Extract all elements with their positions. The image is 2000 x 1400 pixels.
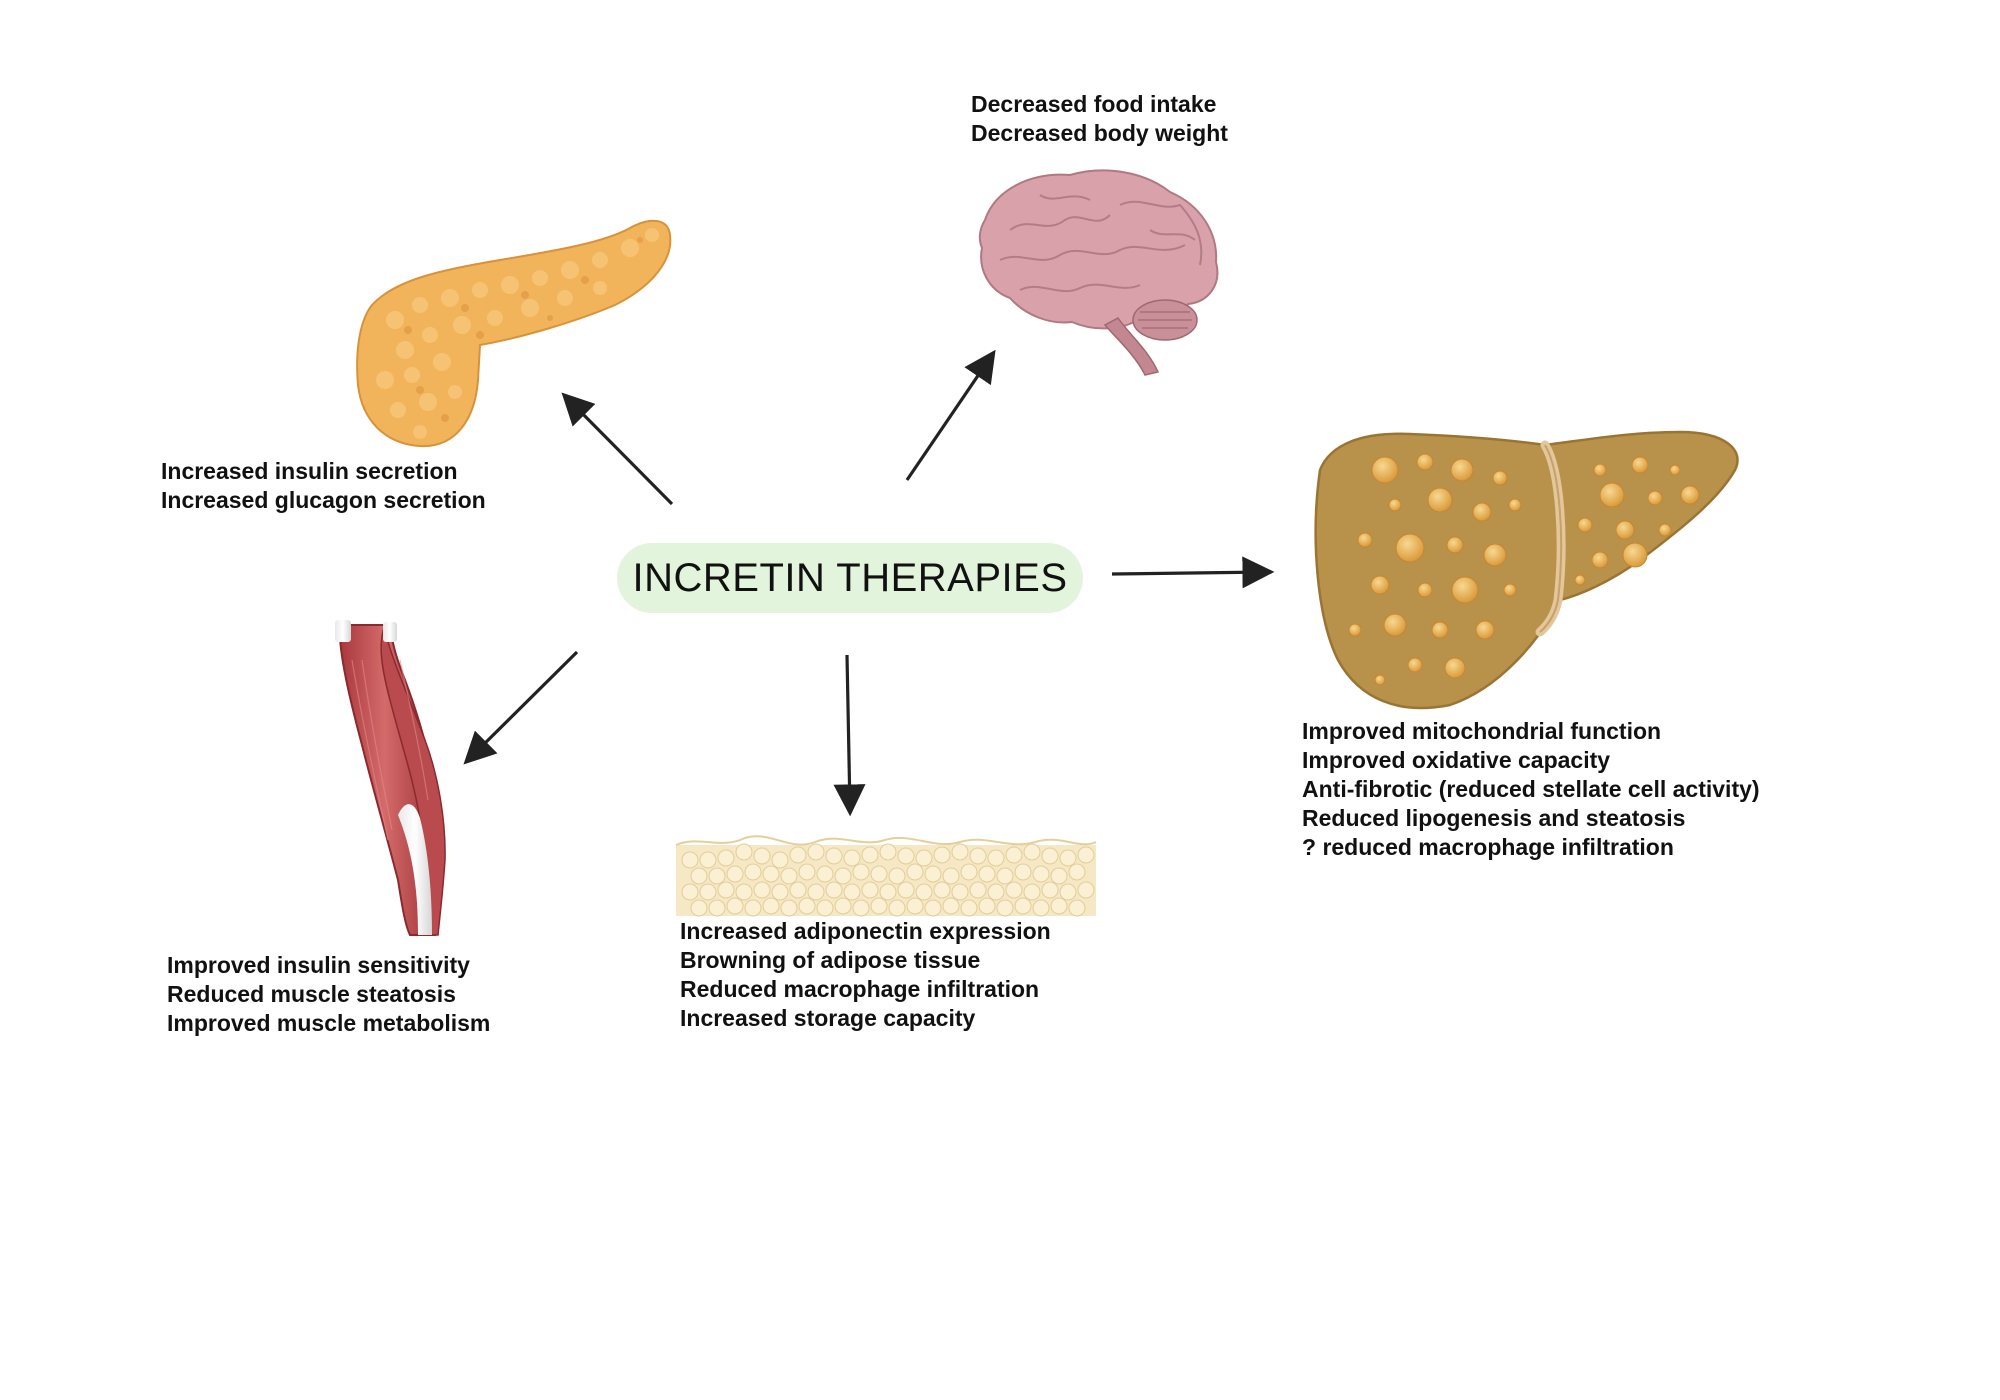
adipose-effects: Increased adiponectin expression Brownin… [680, 917, 1051, 1033]
arrow-to-adipose [833, 654, 866, 817]
effect-line: Increased storage capacity [680, 1005, 976, 1031]
brain-icon [978, 169, 1219, 376]
liver-icon [1314, 430, 1739, 710]
muscle-icon [335, 620, 446, 936]
effect-line: Improved oxidative capacity [1302, 747, 1611, 773]
adipose-tissue-icon [675, 835, 1097, 917]
effect-line: ? reduced macrophage infiltration [1302, 834, 1674, 860]
effect-line: Browning of adipose tissue [680, 947, 981, 973]
arrow-to-liver [1111, 556, 1275, 589]
effect-line: Reduced lipogenesis and steatosis [1302, 805, 1686, 831]
effect-line: Improved muscle metabolism [167, 1010, 491, 1036]
arrow-to-muscle [463, 650, 579, 765]
effect-line: Increased insulin secretion [161, 458, 458, 484]
arrow-to-pancreas [561, 392, 674, 506]
effect-line: Decreased food intake [971, 91, 1217, 117]
effect-line: Increased adiponectin expression [680, 918, 1051, 944]
brain-effects: Decreased food intake Decreased body wei… [971, 90, 1228, 148]
pancreas-icon [356, 219, 672, 448]
effect-line: Increased glucagon secretion [161, 487, 486, 513]
liver-effects: Improved mitochondrial function Improved… [1302, 717, 1760, 862]
arrow-to-brain [905, 349, 996, 481]
effect-line: Decreased body weight [971, 120, 1228, 146]
effect-line: Improved mitochondrial function [1302, 718, 1662, 744]
effect-line: Reduced muscle steatosis [167, 981, 456, 1007]
effect-line: Reduced macrophage infiltration [680, 976, 1040, 1002]
muscle-effects: Improved insulin sensitivity Reduced mus… [167, 951, 490, 1038]
incretin-therapies-label: INCRETIN THERAPIES [617, 543, 1083, 613]
effect-line: Anti-fibrotic (reduced stellate cell act… [1302, 776, 1760, 802]
arrows [463, 349, 1275, 817]
pancreas-effects: Increased insulin secretion Increased gl… [161, 457, 486, 515]
effect-line: Improved insulin sensitivity [167, 952, 470, 978]
